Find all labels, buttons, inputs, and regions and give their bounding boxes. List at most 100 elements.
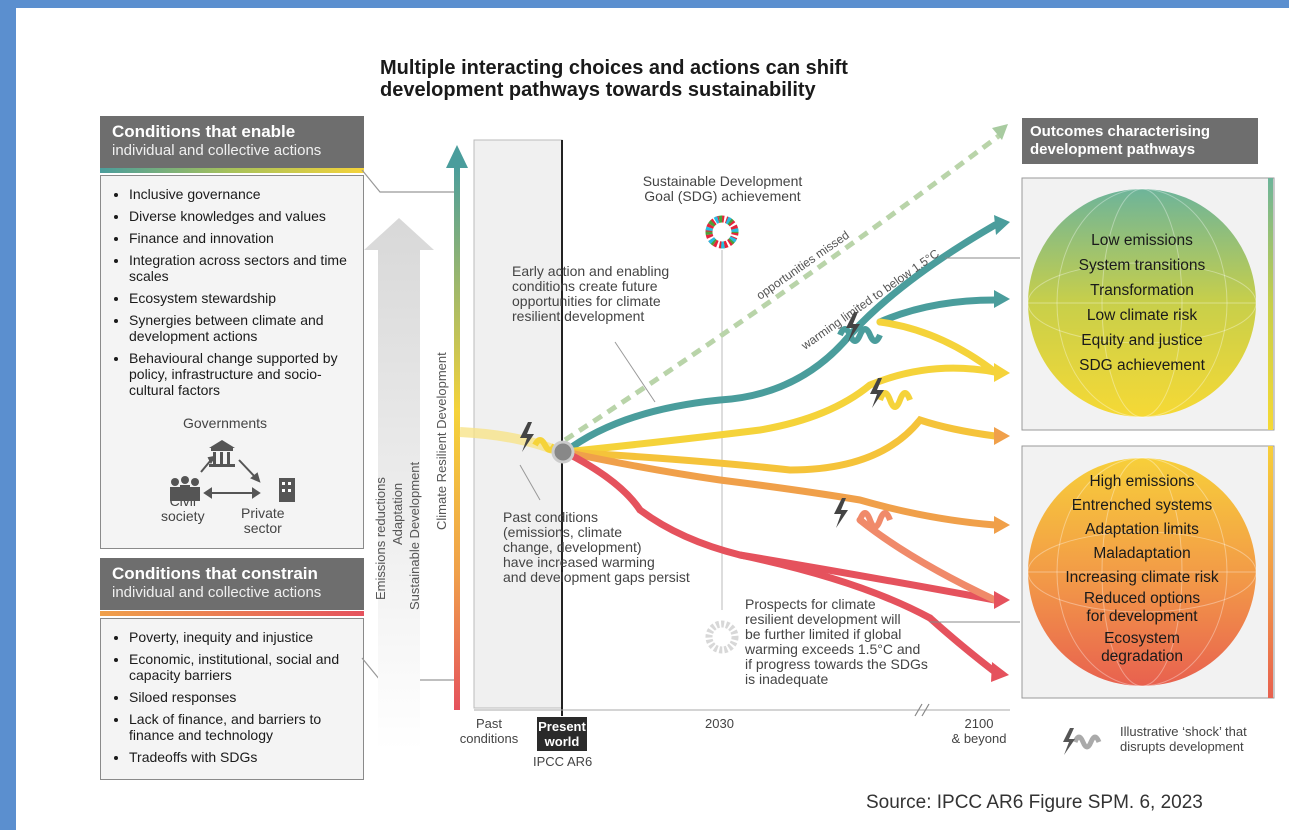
pathway-red-mid bbox=[856, 516, 999, 604]
list-item: Entrenched systems bbox=[1071, 497, 1213, 514]
vlabel-sustainable: Sustainable Development bbox=[407, 461, 422, 610]
past-callout bbox=[519, 464, 541, 501]
label-opportunities-missed: opportunities missed bbox=[754, 228, 852, 303]
list-item: Adaptation limits bbox=[1085, 521, 1199, 538]
enable-header: Conditions that enable individual and co… bbox=[100, 116, 364, 168]
bad-outcomes-globe bbox=[1028, 458, 1256, 686]
shock-squiggle-yellow bbox=[877, 390, 913, 410]
pathway-orange bbox=[561, 448, 999, 529]
timeline-2100-label: 2100& beyond bbox=[951, 716, 1007, 746]
list-item: Maladaptation bbox=[1093, 545, 1191, 562]
list-item: SDG achievement bbox=[1079, 357, 1205, 374]
figure-title: Multiple interacting choices and actions… bbox=[380, 57, 848, 101]
enable-heading: Conditions that enable bbox=[112, 122, 296, 141]
constrain-heading: Conditions that constrain bbox=[112, 564, 318, 583]
pathways bbox=[561, 221, 999, 676]
list-item: Low climate risk bbox=[1086, 307, 1198, 324]
list-item: High emissions bbox=[1089, 473, 1195, 490]
lightning-icons bbox=[520, 312, 884, 528]
crd-axis-bar bbox=[454, 165, 460, 710]
good-outcomes-list: Low emissions System transitions Transfo… bbox=[1042, 228, 1242, 378]
constrain-subheading: individual and collective actions bbox=[112, 584, 322, 601]
shock-legend-icon bbox=[1063, 728, 1102, 755]
list-item: Poverty, inequity and injustice bbox=[129, 629, 363, 645]
early-action-callout bbox=[614, 341, 656, 403]
present-node bbox=[551, 440, 575, 464]
pathway-teal-top bbox=[561, 221, 999, 456]
pathway-red-bottom bbox=[926, 614, 999, 676]
list-item: Ecosystem stewardship bbox=[129, 290, 363, 306]
bad-globe-grid bbox=[1027, 457, 1257, 687]
bad-outcomes-bar bbox=[1268, 446, 1273, 698]
title-line-2: development pathways towards sustainabil… bbox=[380, 79, 816, 101]
list-item: Integration across sectors and time scal… bbox=[129, 252, 363, 284]
pathway-teal-mid bbox=[876, 296, 999, 326]
timeline-2030-label: 2030 bbox=[705, 716, 734, 731]
enable-list: Inclusive governance Diverse knowledges … bbox=[101, 186, 363, 398]
vlabel-crd: Climate Resilient Development bbox=[434, 352, 449, 530]
good-outcomes-globe bbox=[1028, 189, 1256, 417]
list-item: Inclusive governance bbox=[129, 186, 363, 202]
past-conditions-band bbox=[473, 139, 563, 709]
good-outcomes-bar bbox=[1268, 178, 1273, 430]
vlabel-adaptation: Adaptation bbox=[390, 483, 405, 545]
shock-squiggle-teal bbox=[837, 326, 883, 344]
pathway-yellow-orange bbox=[561, 415, 999, 474]
constrain-list: Poverty, inequity and injustice Economic… bbox=[101, 629, 363, 765]
constrain-color-bar bbox=[100, 611, 364, 616]
crd-axis-arrowhead bbox=[446, 145, 468, 168]
list-item: System transitions bbox=[1078, 257, 1206, 274]
list-item: Equity and justice bbox=[1081, 332, 1203, 349]
list-item: Finance and innovation bbox=[129, 230, 363, 246]
pathway-red-top bbox=[561, 448, 999, 604]
grey-up-arrow bbox=[364, 218, 434, 750]
constrain-header: Conditions that constrain individual and… bbox=[100, 558, 364, 610]
constrain-panel: Poverty, inequity and injustice Economic… bbox=[100, 618, 364, 780]
source-caption: Source: IPCC AR6 Figure SPM. 6, 2023 bbox=[866, 792, 1203, 813]
list-item: Behavioural change supported by policy, … bbox=[129, 350, 363, 398]
list-item: Transformation bbox=[1090, 282, 1194, 299]
list-item: Low emissions bbox=[1091, 232, 1193, 249]
shock-squiggle-red bbox=[857, 510, 893, 530]
enable-subheading: individual and collective actions bbox=[112, 142, 322, 159]
timeline-ipcc-label: IPCC AR6 bbox=[533, 754, 593, 769]
sdg-wheel-icon bbox=[705, 215, 739, 249]
pathway-red-link bbox=[736, 551, 934, 622]
list-item: Tradeoffs with SDGs bbox=[129, 749, 363, 765]
pathway-arrowheads bbox=[991, 215, 1010, 682]
actors-cycle-icon bbox=[170, 440, 295, 502]
vlabel-emissions: Emissions reductions bbox=[373, 477, 388, 600]
list-item: Diverse knowledges and values bbox=[129, 208, 363, 224]
pathway-yellow-top bbox=[876, 318, 999, 376]
list-item: Siloed responses bbox=[129, 689, 363, 705]
opportunities-arrowhead bbox=[992, 124, 1008, 140]
actor-governments-label: Governments bbox=[183, 415, 268, 431]
list-item: Synergies between climate and developmen… bbox=[129, 312, 363, 344]
enable-panel: Inclusive governance Diverse knowledges … bbox=[100, 175, 364, 549]
opportunities-missed-path bbox=[563, 132, 1002, 443]
good-globe-grid bbox=[1027, 188, 1257, 418]
bad-outcomes-list: High emissions Entrenched systems Adapta… bbox=[1042, 470, 1242, 666]
axis-break-icon bbox=[914, 703, 930, 717]
sdg-wheel-grey-icon bbox=[705, 620, 739, 654]
enable-connector bbox=[361, 169, 460, 193]
title-line-1: Multiple interacting choices and actions… bbox=[380, 57, 848, 79]
enable-color-bar bbox=[100, 168, 364, 173]
list-item: Lack of finance, and barriers to finance… bbox=[129, 711, 363, 743]
list-item: Increasing climate risk bbox=[1065, 569, 1219, 586]
pathway-yellow bbox=[561, 364, 999, 456]
list-item: Economic, institutional, social and capa… bbox=[129, 651, 363, 683]
